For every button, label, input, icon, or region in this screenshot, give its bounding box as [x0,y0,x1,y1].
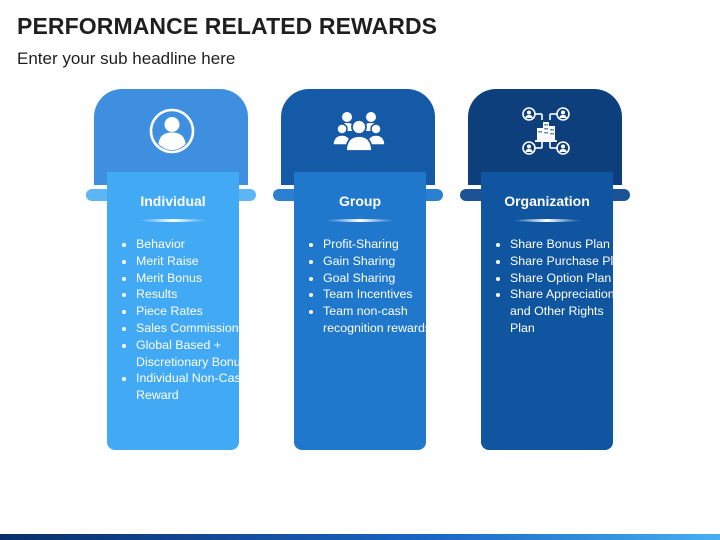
card-header [94,89,248,185]
list-item: Merit Raise [136,253,254,270]
list-item: Gain Sharing [323,253,441,270]
reward-list: Behavior Merit Raise Merit Bonus Results… [120,236,254,404]
list-item: Results [136,286,254,303]
card-header [468,89,622,185]
page-title: PERFORMANCE RELATED REWARDS [17,13,438,39]
reward-list: Share Bonus Plan Share Purchase Plan Sha… [494,236,628,337]
list-item: Team non-cash recognition rewards [323,303,441,337]
title-divider [513,219,581,222]
organization-network-icon [518,103,574,159]
list-item: Individual Non-Cash Reward [136,370,254,404]
list-item: Profit-Sharing [323,236,441,253]
list-item: Goal Sharing [323,270,441,287]
card-individual: Individual Behavior Merit Raise Merit Bo… [86,89,256,451]
title-divider [139,219,207,222]
card-header [281,89,435,185]
list-item: Global Based + Discretionary Bonus [136,337,254,371]
list-item: Share Appreciation and Other Rights Plan [510,286,628,336]
list-item: Share Bonus Plan [510,236,628,253]
list-item: Share Option Plan [510,270,628,287]
title-divider [326,219,394,222]
page-subtitle: Enter your sub headline here [17,49,236,68]
group-icon [331,103,387,159]
reward-list: Profit-Sharing Gain Sharing Goal Sharing… [307,236,441,337]
list-item: Behavior [136,236,254,253]
card-title: Individual [140,193,206,209]
card-title: Group [339,193,381,209]
card-group: Group Profit-Sharing Gain Sharing Goal S… [273,89,443,451]
card-panel: Individual Behavior Merit Raise Merit Bo… [107,172,248,450]
card-panel: Organization Share Bonus Plan Share Purc… [481,172,627,450]
list-item: Merit Bonus [136,270,254,287]
person-icon [144,103,200,159]
footer-bar [0,534,720,540]
list-item: Sales Commissions [136,320,254,337]
card-panel: Group Profit-Sharing Gain Sharing Goal S… [294,172,431,450]
card-organization: Organization Share Bonus Plan Share Purc… [460,89,630,451]
list-item: Piece Rates [136,303,254,320]
list-item: Team Incentives [323,286,441,303]
card-title: Organization [504,193,590,209]
list-item: Share Purchase Plan [510,253,628,270]
